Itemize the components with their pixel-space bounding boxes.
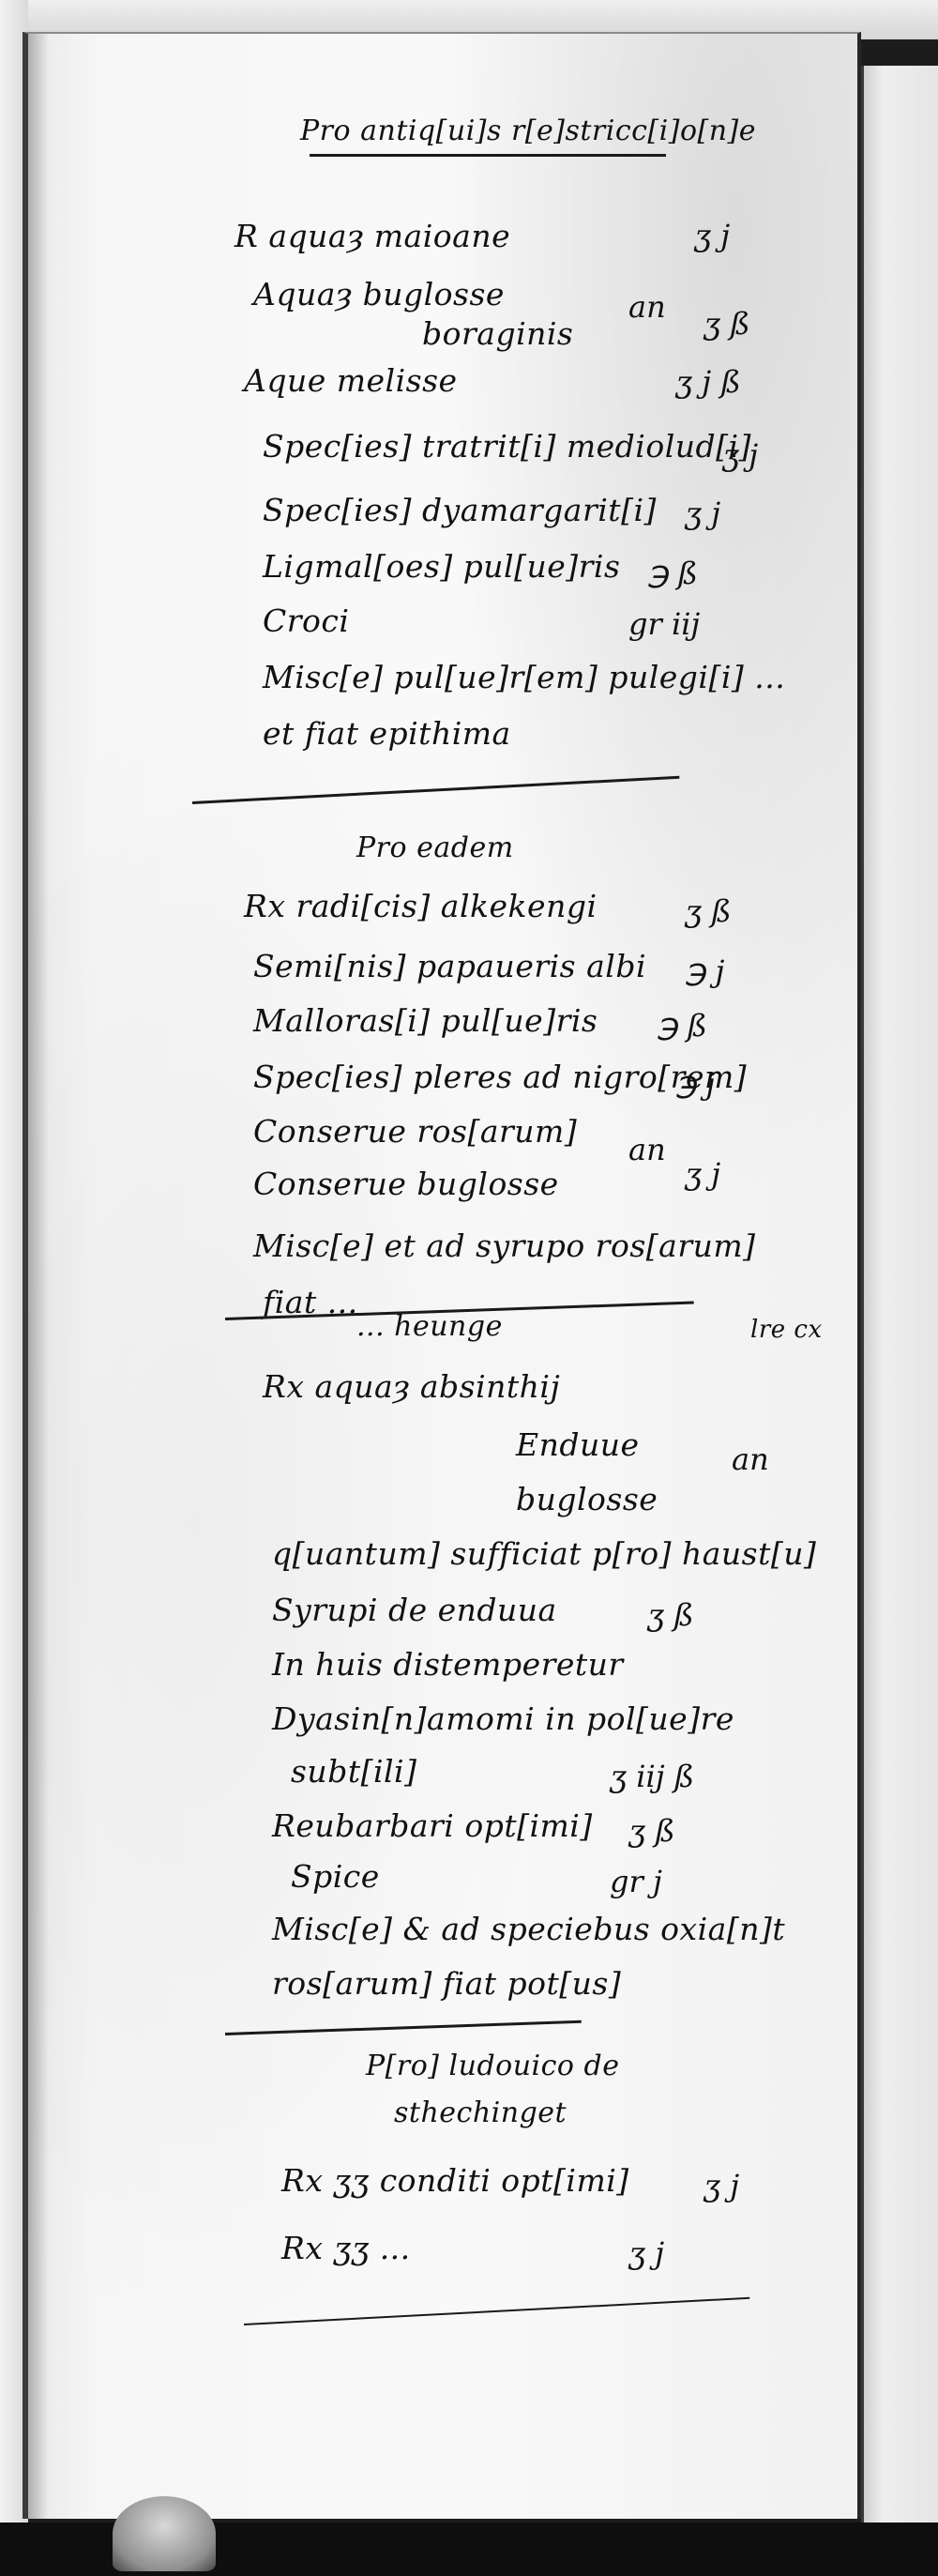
recipe-line: R aquaȝ maioane xyxy=(234,218,511,254)
manuscript-leaf: Pro antiq[ui]s r[e]stricc[i]o[n]e R aqua… xyxy=(23,32,861,2519)
recipe-line: In huis distemperetur xyxy=(272,1646,624,1683)
dose: ℈ j xyxy=(675,1066,716,1102)
dose: ʒ ß xyxy=(704,306,750,342)
recipe-line: Rx radi[cis] alkekengi xyxy=(244,888,598,924)
gutter-shadow xyxy=(28,34,49,2519)
dose: ʒ ß xyxy=(685,893,732,929)
holding-thumb xyxy=(113,2496,216,2571)
section-heading: P[ro] ludouico de xyxy=(366,2050,620,2082)
recipe-line: Spice xyxy=(291,1858,380,1895)
margin-note: lre cx xyxy=(750,1316,823,1344)
dose: ʒ j xyxy=(628,2235,665,2271)
recipe-line: Syrupi de enduua xyxy=(272,1592,557,1628)
recipe-line: Conserue ros[arum] xyxy=(253,1113,578,1150)
section-divider xyxy=(224,2020,582,2035)
dose: an xyxy=(732,1441,769,1477)
dose: ℈ ß xyxy=(647,556,698,591)
dose: ʒ j xyxy=(722,437,759,473)
section-heading: ... heunge xyxy=(356,1310,503,1343)
recipe-line: Croci xyxy=(263,602,350,639)
dose: ℈ j xyxy=(685,953,725,989)
recipe-line: Spec[ies] dyamargarit[i] xyxy=(263,492,657,528)
recipe-line: Misc[e] pul[ue]r[em] pulegi[i] ... xyxy=(263,659,786,695)
adjacent-leaf xyxy=(861,66,938,2524)
dose: ʒ j xyxy=(685,1156,721,1192)
section-heading: Pro antiq[ui]s r[e]stricc[i]o[n]e xyxy=(300,114,756,147)
recipe-line: Misc[e] & ad speciebus oxia[n]t xyxy=(272,1911,786,1947)
recipe-line: Aque melisse xyxy=(244,362,458,399)
recipe-line: q[uantum] sufficiat p[ro] haust[u] xyxy=(272,1535,817,1572)
recipe-line: Spec[ies] tratrit[i] mediolud[i] xyxy=(263,428,751,465)
heading-underline xyxy=(310,154,666,157)
recipe-line: Aquaȝ buglosse xyxy=(253,276,505,312)
recipe-line: Dyasin[n]amomi in pol[ue]re xyxy=(272,1700,734,1737)
recipe-line: Spec[ies] pleres ad nigro[rem] xyxy=(253,1059,748,1095)
section-divider xyxy=(191,775,680,804)
dose: ʒ j xyxy=(704,2168,740,2203)
recipe-line: boraginis xyxy=(422,315,574,352)
recipe-line: ros[arum] fiat pot[us] xyxy=(272,1965,622,2002)
dose: ʒ ß xyxy=(647,1597,694,1633)
recipe-line: subt[ili] xyxy=(291,1753,417,1790)
recipe-line: Rx ʒʒ conditi opt[imi] xyxy=(281,2162,629,2199)
dose: ʒ iij ß xyxy=(610,1759,695,1794)
dose: ʒ ß xyxy=(628,1813,675,1849)
recipe-line: Conserue buglosse xyxy=(253,1166,559,1202)
section-heading-continued: sthechinget xyxy=(394,2096,567,2129)
dose: gr iij xyxy=(628,606,701,642)
dose: ʒ j xyxy=(685,495,721,531)
dose: an xyxy=(628,1132,666,1167)
recipe-line: Semi[nis] papaueris albi xyxy=(253,948,647,984)
dose: ℈ ß xyxy=(657,1008,707,1044)
dose: ʒ j xyxy=(694,218,731,253)
recipe-line: Enduue xyxy=(516,1426,640,1463)
recipe-line: Misc[e] et ad syrupo ros[arum] xyxy=(253,1227,756,1264)
recipe-line: Rx aquaȝ absinthij xyxy=(263,1368,561,1405)
recipe-line: Rx ʒʒ ... xyxy=(281,2230,411,2266)
dose: an xyxy=(628,289,666,325)
recipe-line: Malloras[i] pul[ue]ris xyxy=(253,1002,598,1039)
section-heading: Pro eadem xyxy=(356,831,514,864)
closing-flourish xyxy=(243,2296,750,2325)
dose: ʒ j ß xyxy=(675,364,741,400)
recipe-line: et fiat epithima xyxy=(263,715,511,752)
recipe-line: Ligmal[oes] pul[ue]ris xyxy=(263,548,621,585)
dose: gr j xyxy=(610,1864,662,1899)
recipe-line: Reubarbari opt[imi] xyxy=(272,1807,593,1844)
recipe-line: buglosse xyxy=(516,1481,658,1517)
